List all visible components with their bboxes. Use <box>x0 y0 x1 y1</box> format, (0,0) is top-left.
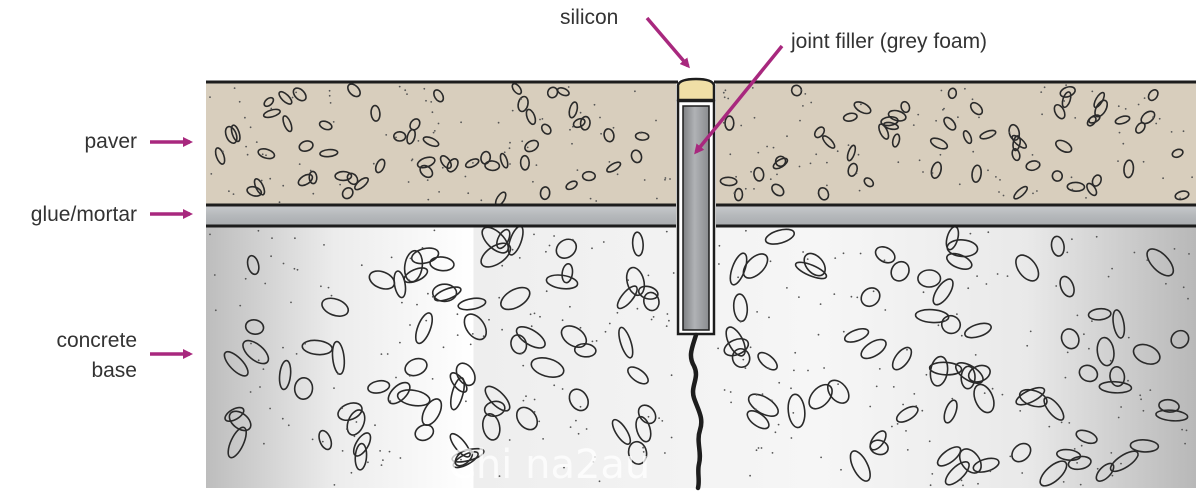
label-joint-filler: joint filler (grey foam) <box>790 30 987 53</box>
joint <box>676 77 716 336</box>
label-paver: paver <box>84 130 137 153</box>
paver-layer <box>206 80 1196 207</box>
arrow-joint-filler <box>694 44 784 155</box>
silicon-cap <box>676 77 716 102</box>
label-base: base <box>91 359 137 382</box>
concrete-crack <box>688 332 704 491</box>
label-concrete: concrete <box>56 329 137 352</box>
paver-texture <box>209 82 1193 207</box>
label-glue-mortar: glue/mortar <box>31 203 137 226</box>
label-silicon: silicon <box>560 6 618 29</box>
arrow-silicon <box>645 16 690 69</box>
watermark: Chi na2au <box>448 442 650 488</box>
concrete-texture <box>209 225 1190 487</box>
